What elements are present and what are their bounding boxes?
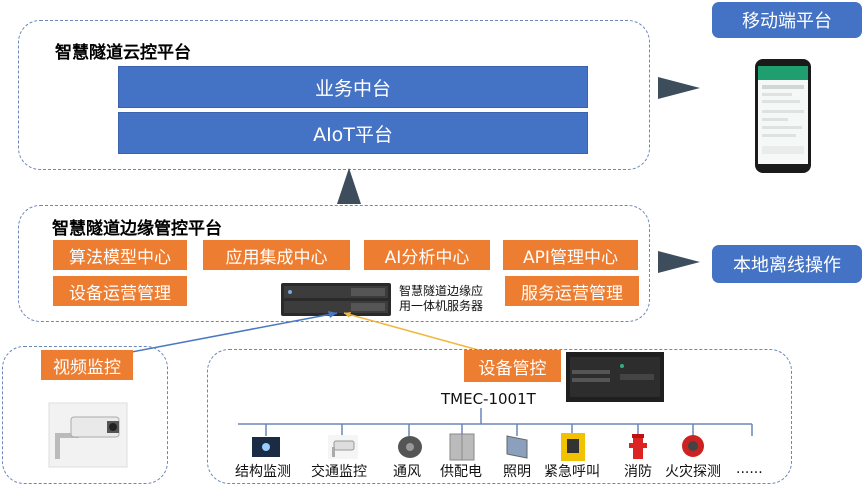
ventilation-fan-icon [398,436,422,458]
cloud-platform-title: 智慧隧道云控平台 [55,43,191,63]
edge-platform-container [18,205,650,322]
device-control-label: 设备管控 [464,350,561,382]
video-to-server-line [99,312,338,359]
device-label-fire-protection: 消防 [624,464,652,480]
device-label-lighting: 照明 [503,464,531,480]
edge-server-caption-line1: 智慧隧道边缘应 [399,284,484,298]
local-offline-operation-label: 本地离线操作 [712,245,862,283]
edge-server-icon [281,283,391,316]
device-to-server-line [343,312,501,357]
service-operation-management-box: 服务运营管理 [505,276,639,306]
arrow-to-mobile-icon [658,77,700,99]
structure-monitoring-icon [252,437,280,457]
device-label-fire-detection: 火灾探测 [665,464,721,480]
device-to-server-arrowhead [344,312,351,318]
business-middle-platform-bar: 业务中台 [118,66,588,108]
device-label-power: 供配电 [440,464,482,480]
emergency-call-icon [561,433,585,461]
tmec-device-icon [566,352,664,402]
surveillance-camera-icon [48,402,128,468]
device-label-traffic: 交通监控 [311,464,367,480]
device-label-emergency: 紧急呼叫 [544,464,600,480]
device-label-structure: 结构监测 [235,464,291,480]
lighting-panel-icon [506,435,528,459]
mobile-platform-label: 移动端平台 [712,2,862,38]
arrow-up-to-cloud-icon [337,168,361,204]
algorithm-model-center-box: 算法模型中心 [53,240,187,270]
arrow-to-local-icon [658,251,700,273]
device-control-container [207,349,792,484]
traffic-camera-icon [328,435,358,459]
device-model-text: TMEC-1001T [441,390,536,408]
video-monitoring-label: 视频监控 [41,350,133,380]
edge-platform-title: 智慧隧道边缘管控平台 [52,219,222,239]
video-to-server-arrowhead [328,311,337,318]
application-integration-center-box: 应用集成中心 [203,240,350,270]
mobile-phone-icon [755,59,811,173]
device-operation-management-box: 设备运营管理 [53,276,187,306]
fire-detector-icon [682,435,704,457]
cloud-platform-container [18,20,650,170]
ai-analysis-center-box: AI分析中心 [364,240,490,270]
aiot-platform-bar: AIoT平台 [118,112,588,154]
video-monitoring-container [2,346,168,484]
fire-hydrant-icon [629,434,647,459]
edge-server-caption-line2: 用一体机服务器 [399,299,484,313]
device-label-ventilation: 通风 [393,464,421,480]
device-label-more: ...... [736,461,763,477]
api-management-center-box: API管理中心 [503,240,638,270]
power-distribution-icon [449,433,475,461]
